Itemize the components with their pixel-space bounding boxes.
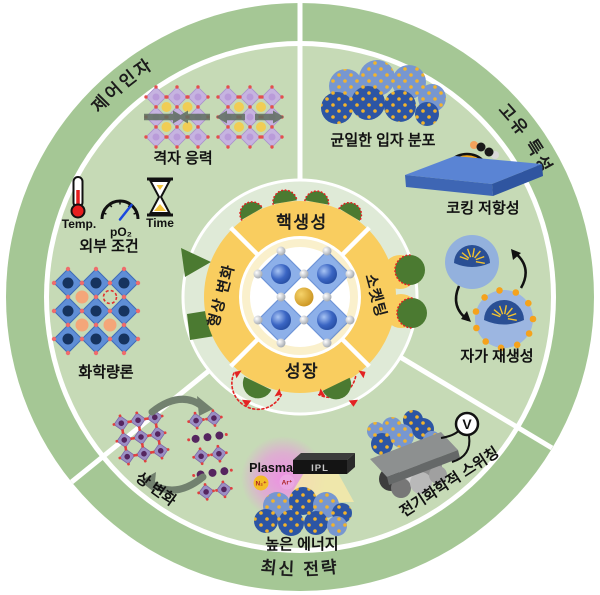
section-control-factors: 격자 응력 — [51, 84, 285, 381]
perovskite-crystal — [253, 246, 355, 348]
ipl-label: IPL — [311, 463, 329, 474]
vacancy-icon — [102, 289, 118, 305]
socketed-particles — [394, 254, 427, 329]
uniform-distribution-illustration: 균일한 입자 분포 — [321, 60, 446, 149]
stoichiometry-label: 화학량론 — [78, 363, 133, 381]
thermometer-icon — [70, 176, 86, 219]
segment-growth-label: 성장 — [285, 362, 319, 381]
external-conditions-illustration: Temp. pO₂ Time 외부 조건 — [62, 176, 174, 255]
section-intrinsic-properties: 균일한 입자 분포 코킹 저항성 — [321, 60, 543, 365]
center-wheel: 핵생성 성장 소켓팅 형상 변화 — [181, 178, 427, 416]
exsolved-dots — [472, 287, 537, 352]
temp-label: Temp. — [62, 217, 96, 231]
shape-triangle-icon — [181, 248, 211, 277]
hourglass-icon — [147, 177, 173, 217]
coking-resistance-illustration: 코킹 저항성 — [405, 141, 543, 217]
lattice-strain-illustration: 격자 응력 — [143, 84, 285, 167]
time-label: Time — [146, 216, 174, 230]
nucleation-bumps — [239, 189, 363, 222]
high-energy-label: 높은 에너지 — [265, 536, 338, 553]
po2-label: pO₂ — [110, 225, 132, 239]
compression-arrows-icon — [144, 110, 284, 124]
ipl-lamp-icon: IPL — [293, 453, 355, 474]
coking-resistance-label: 코킹 저항성 — [446, 199, 519, 217]
voltmeter-label: V — [462, 416, 472, 432]
n2-ion-icon — [253, 475, 269, 491]
uniform-distribution-label: 균일한 입자 분포 — [331, 132, 436, 149]
section-latest-strategies: 상 변화 Plasma N₂⁺ Ar⁺ IPL 높은 — [110, 395, 502, 553]
lattice-strain-label: 격자 응력 — [153, 149, 212, 167]
plasma-label: Plasma — [249, 461, 294, 475]
growth-domes — [231, 370, 366, 411]
self-regeneration-illustration: 자가 재생성 — [445, 235, 537, 365]
external-conditions-label: 외부 조건 — [79, 237, 138, 255]
n2-ion-label: N₂⁺ — [255, 481, 267, 488]
voltmeter-icon: V — [454, 411, 480, 437]
high-energy-illustration: Plasma N₂⁺ Ar⁺ IPL 높은 에너지 — [241, 436, 355, 553]
ring-label-latest-strategies: 최신 전략 — [260, 557, 340, 579]
ar-ion-icon — [279, 474, 295, 490]
gauge-icon — [100, 199, 140, 221]
stoichiometry-illustration: 화학량론 — [51, 266, 141, 381]
ar-ion-label: Ar⁺ — [282, 480, 293, 487]
self-regeneration-label: 자가 재생성 — [460, 347, 533, 365]
segment-nucleation-label: 핵생성 — [276, 213, 327, 232]
